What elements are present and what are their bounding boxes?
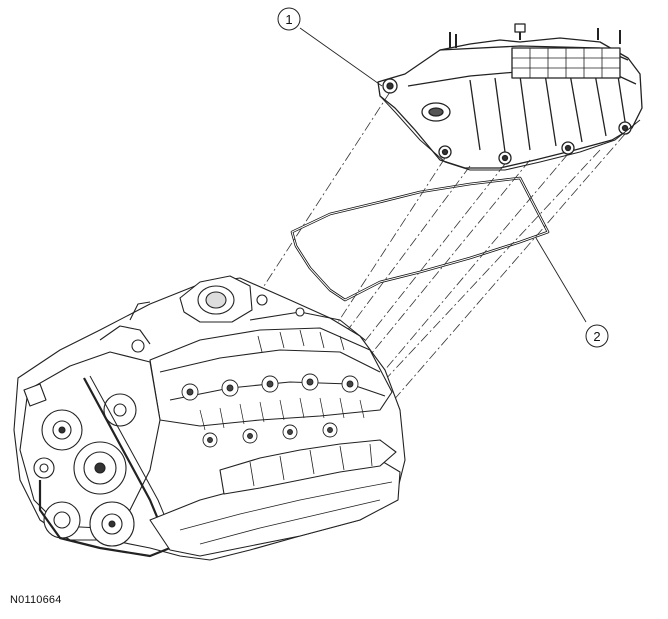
engine-block bbox=[13, 275, 406, 561]
callout-1-label: 1 bbox=[285, 12, 292, 27]
callout-2-label: 2 bbox=[593, 329, 600, 344]
callout-1: 1 bbox=[277, 7, 301, 31]
callout-leaders bbox=[299, 27, 587, 323]
valve-cover-gasket bbox=[290, 176, 550, 302]
figure-reference-code: N0110664 bbox=[10, 594, 62, 606]
valve-cover bbox=[377, 23, 643, 171]
callout-2: 2 bbox=[585, 324, 609, 348]
